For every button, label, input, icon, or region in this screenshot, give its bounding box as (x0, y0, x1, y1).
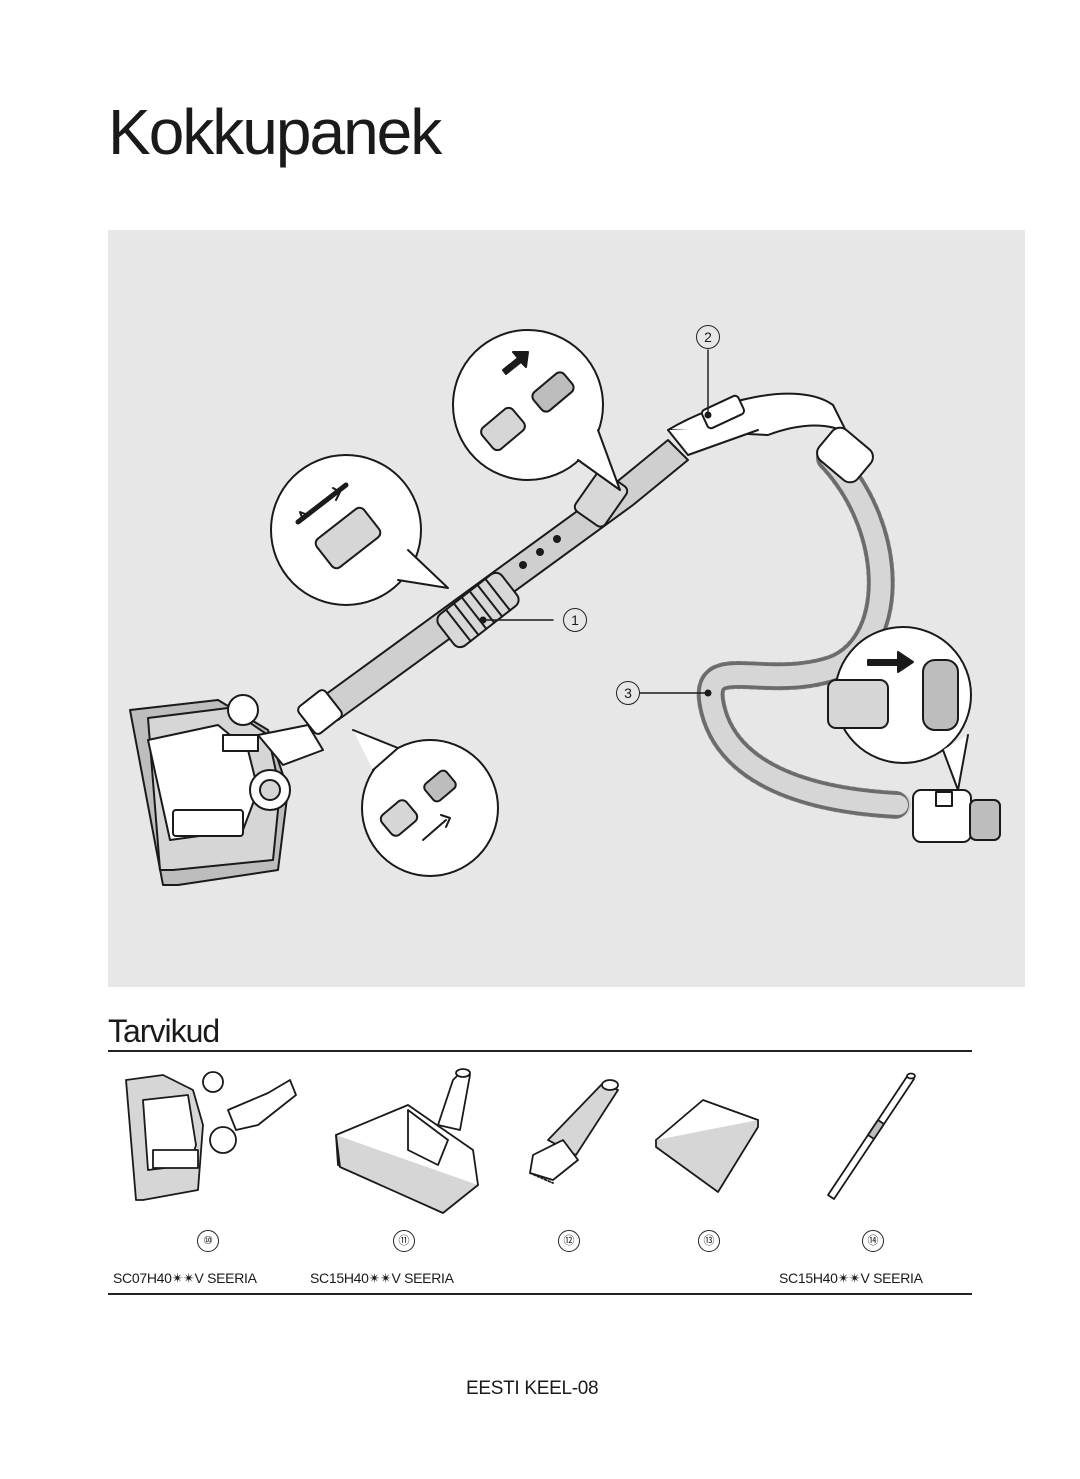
callout-1: 1 (563, 608, 587, 632)
accessory-number-14: ⑭ (862, 1230, 884, 1252)
page-footer: EESTI KEEL-08 (466, 1378, 599, 1399)
accessory-number-10: ⑩ (197, 1230, 219, 1252)
accessory-number-11: ⑪ (393, 1230, 415, 1252)
vacuum-assembly-drawing (129, 329, 1001, 886)
accessory-number-12: ⑫ (558, 1230, 580, 1252)
hose-handle (667, 392, 849, 436)
accessory-number-13: ⑬ (698, 1230, 720, 1252)
manual-icon (655, 1099, 759, 1193)
series-label-extension-pipe: SC15H40✴✴V SEERIA (779, 1270, 923, 1286)
zoom-bubble-hose-connector (827, 626, 972, 791)
accessories-drawing (125, 1068, 916, 1214)
length-adjuster (436, 571, 520, 649)
zoom-bubble-handle (452, 329, 621, 491)
callout-2: 2 (696, 325, 720, 349)
zoom-bubble-adjuster (270, 454, 449, 606)
extension-pipe-icon (827, 1072, 916, 1200)
callout-3: 3 (616, 681, 640, 705)
turbo-brush-icon (125, 1071, 297, 1201)
bottom-divider (108, 1293, 972, 1295)
section-title: Tarvikud (108, 1013, 220, 1049)
series-label-floor-brush: SC15H40✴✴V SEERIA (310, 1270, 454, 1286)
floor-brush-icon (335, 1068, 479, 1214)
top-divider (108, 1050, 972, 1052)
page-title: Kokkupanek (108, 96, 442, 168)
zoom-bubble-nozzle-joint (352, 729, 499, 877)
accessories-row (108, 1055, 972, 1275)
series-label-turbo-brush: SC07H40✴✴V SEERIA (113, 1270, 257, 1286)
assembly-illustration: 2 1 3 (108, 230, 1025, 987)
turbo-brush-nozzle (129, 694, 324, 886)
crevice-tool-icon (529, 1079, 619, 1184)
